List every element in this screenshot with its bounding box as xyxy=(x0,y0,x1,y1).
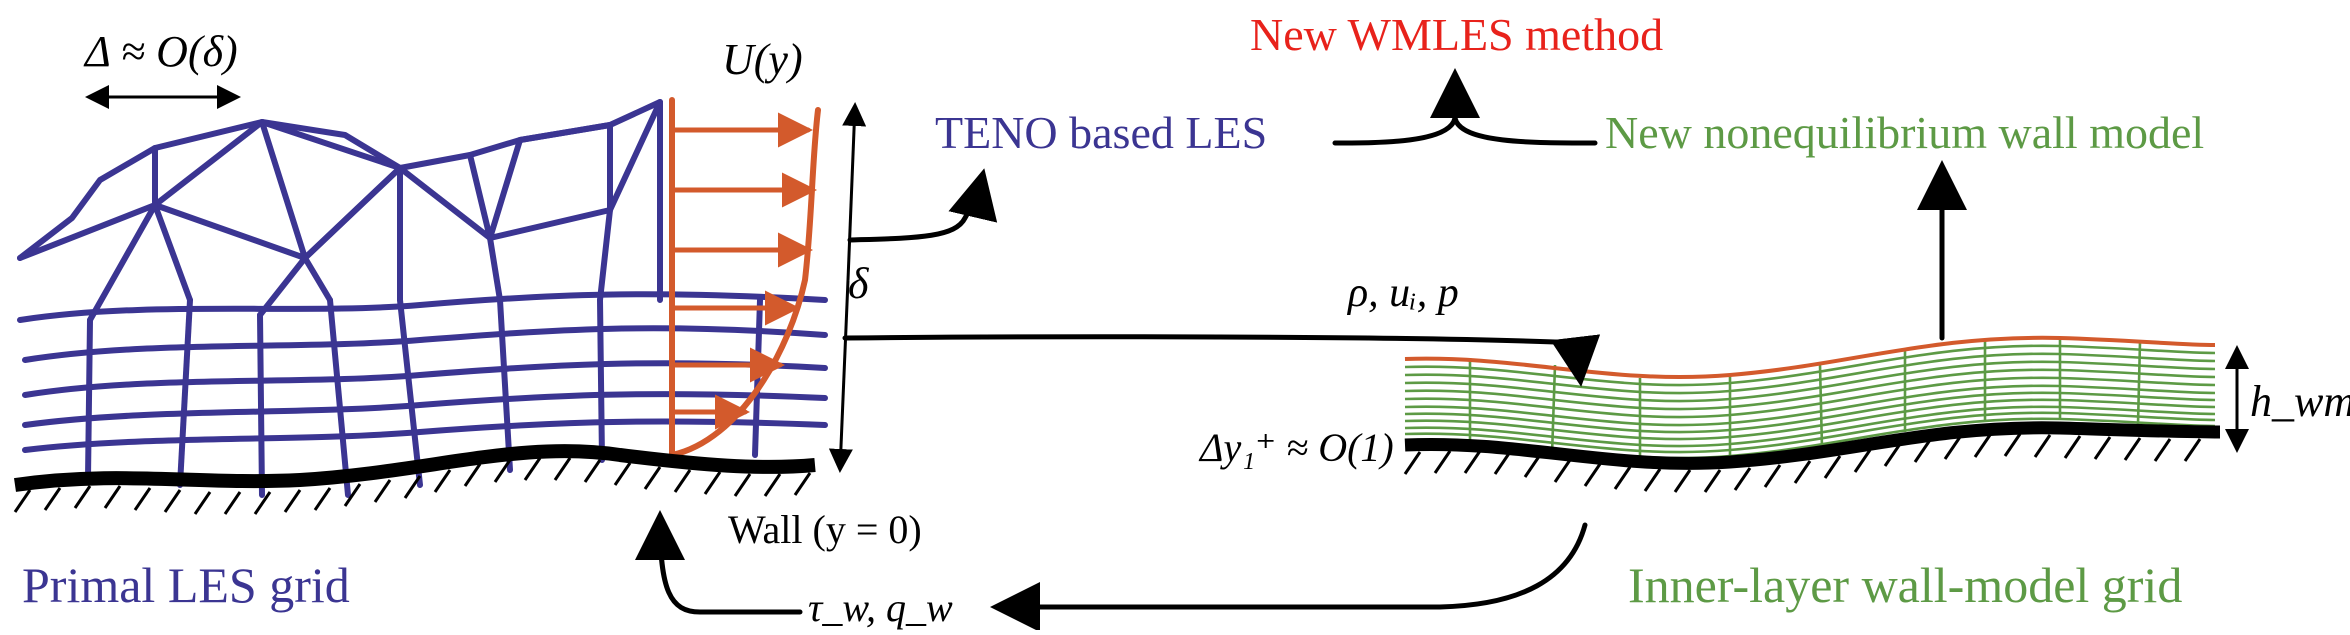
wall-model-height-label: h_wm xyxy=(2250,377,2350,426)
velocity-profile-label: U(y) xyxy=(722,35,803,84)
right-wall xyxy=(1404,421,2221,470)
velocity-profile xyxy=(669,97,821,458)
new-method-label: New WMLES method xyxy=(1250,9,1664,60)
profile-arrows xyxy=(669,112,817,430)
feedback-to-wall-arrow xyxy=(635,510,803,615)
feedback-variables-label: τ_w, q_w xyxy=(808,585,953,630)
right-wall-hatching xyxy=(1403,433,2202,493)
boundary-layer-thickness-arrow xyxy=(828,102,867,473)
wall-label: Wall (y = 0) xyxy=(728,507,922,552)
les-to-wm-arrow xyxy=(842,334,1601,387)
inner-grid-caption: Inner-layer wall-model grid xyxy=(1628,557,2183,613)
connectors xyxy=(635,68,1967,632)
les-to-teno-arrow xyxy=(847,168,998,243)
grid-spacing-label: Δ ≈ O(δ) xyxy=(85,27,238,76)
les-grid xyxy=(17,99,828,498)
teno-les-label: TENO based LES xyxy=(935,107,1268,158)
left-wall-hatching xyxy=(13,457,812,515)
exchange-variables-label: ρ, uᵢ, p xyxy=(1348,270,1459,316)
wall-model-top-boundary xyxy=(1404,335,2216,380)
first-cell-label: Δy₁⁺ ≈ O(1) xyxy=(1200,425,1394,470)
merge-brace xyxy=(1332,117,1598,146)
delta-label: δ xyxy=(848,259,869,308)
left-wall xyxy=(14,444,816,492)
primal-grid-caption: Primal LES grid xyxy=(22,557,350,613)
wall-model-label: New nonequilibrium wall model xyxy=(1605,107,2205,158)
wm-to-les-return-arrow xyxy=(990,522,1588,632)
